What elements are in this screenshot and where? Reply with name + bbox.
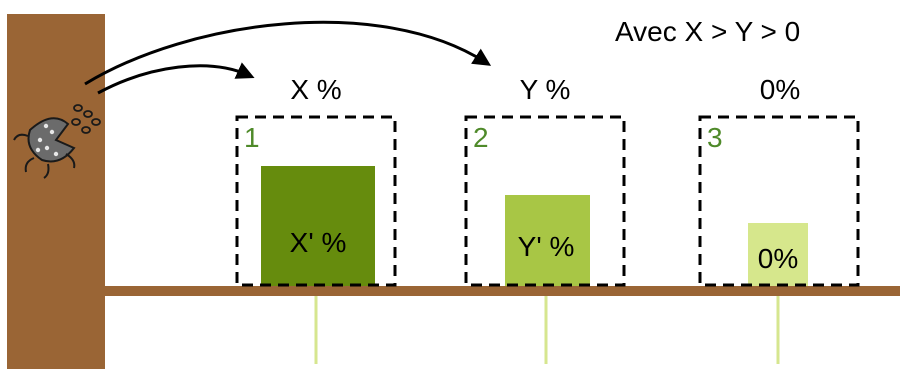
zone-2-boundary bbox=[464, 115, 626, 287]
zone-3-bar bbox=[748, 223, 808, 286]
zone-2-bar-label: Y' % bbox=[518, 231, 575, 262]
zone-1-boundary bbox=[235, 115, 397, 287]
zone-2: Y % Y' % 2 bbox=[464, 74, 626, 364]
tree-trunk bbox=[7, 14, 105, 369]
branch-line bbox=[100, 286, 900, 296]
zone-3-number: 3 bbox=[707, 122, 723, 153]
seed-pod-icon bbox=[13, 104, 101, 179]
zone-1-top-label: X % bbox=[290, 74, 341, 105]
zone-3-bar-label: 0% bbox=[758, 243, 798, 274]
zone-3-top-label: 0% bbox=[760, 74, 800, 105]
zone-1-bar bbox=[261, 166, 375, 286]
zone-1-number: 1 bbox=[244, 122, 260, 153]
zone-2-top-label: Y % bbox=[520, 74, 571, 105]
zone-2-bar bbox=[505, 195, 590, 286]
zone-3: 0% 0% 3 bbox=[698, 74, 860, 364]
zone-3-boundary bbox=[698, 115, 860, 287]
zone-1-bar-label: X' % bbox=[290, 227, 347, 258]
condition-text: Avec X > Y > 0 bbox=[615, 16, 800, 47]
arrow-to-zone-2 bbox=[84, 20, 492, 86]
zone-1: X % X' % 1 bbox=[235, 74, 397, 364]
arrow-to-zone-1 bbox=[97, 62, 255, 95]
zone-2-number: 2 bbox=[473, 122, 489, 153]
